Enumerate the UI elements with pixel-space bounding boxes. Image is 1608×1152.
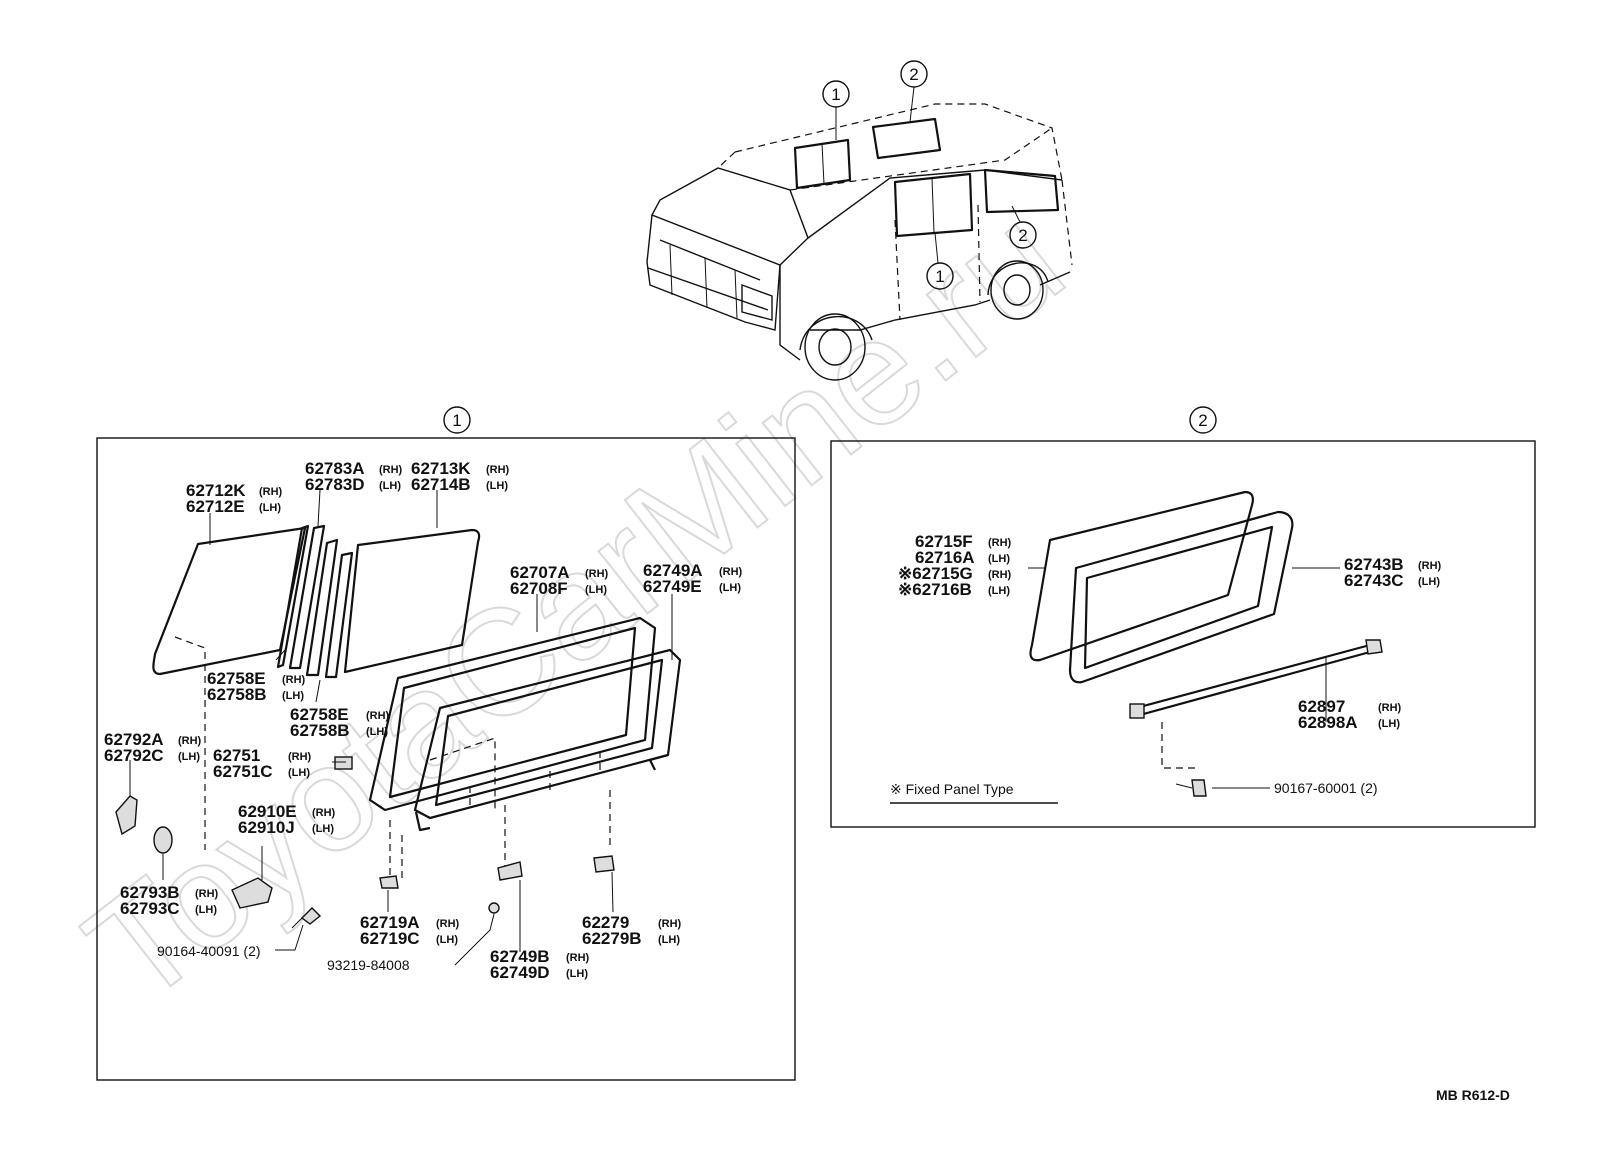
label-62751-rh: 62751	[213, 746, 260, 765]
label-62719-rh-side: (RH)	[436, 918, 460, 930]
label-62751-lh-side: (LH)	[288, 767, 310, 779]
label-62707-lh-side: (LH)	[585, 584, 607, 596]
label-62279-rh-side: (RH)	[658, 918, 682, 930]
label-62712-lh: 62712E	[186, 497, 245, 516]
panel-2-heading: 2	[1198, 411, 1207, 430]
label-62783-lh: 62783D	[305, 475, 365, 494]
label-62716b-lh: ※62716B	[898, 580, 972, 599]
label-62758b-lh-side: (LH)	[366, 726, 388, 738]
label-62751-rh-side: (RH)	[288, 751, 312, 763]
label-62749b-lh: 62749D	[490, 963, 550, 982]
label-62743b-rh: 62743B	[1344, 555, 1404, 574]
label-62707-rh: 62707A	[510, 563, 570, 582]
label-screw-90167: 90167-60001 (2)	[1274, 780, 1378, 796]
label-62713-lh-side: (LH)	[486, 480, 508, 492]
label-62743c-lh-side: (LH)	[1418, 576, 1440, 588]
label-62793-lh: 62793C	[120, 899, 180, 918]
label-62749a-lh: 62749E	[643, 577, 702, 596]
panel-1: 1	[96, 406, 796, 1081]
label-62749a-rh-side: (RH)	[719, 566, 743, 578]
label-62793-rh: 62793B	[120, 883, 180, 902]
label-62713-rh-side: (RH)	[486, 464, 510, 476]
label-62707-rh-side: (RH)	[585, 568, 609, 580]
label-62783-rh-side: (RH)	[379, 464, 403, 476]
label-62715f-rh: 62715F	[915, 532, 973, 551]
label-62743b-rh-side: (RH)	[1418, 560, 1442, 572]
label-62897-rh: 62897	[1298, 697, 1345, 716]
label-62715f-rh-side: (RH)	[988, 537, 1012, 549]
label-62793-lh-side: (LH)	[195, 904, 217, 916]
label-62910-lh-side: (LH)	[312, 823, 334, 835]
callout-side-front: 1	[935, 267, 944, 286]
label-62910-rh-side: (RH)	[312, 807, 336, 819]
label-62712-lh-side: (LH)	[259, 502, 281, 514]
label-62279-rh: 62279	[582, 913, 629, 932]
label-62792-lh: 62792C	[104, 746, 164, 765]
label-62758b-rh: 62758E	[290, 705, 349, 724]
label-62758a-rh-side: (RH)	[282, 674, 306, 686]
label-62749a-lh-side: (LH)	[719, 582, 741, 594]
label-62793-rh-side: (RH)	[195, 888, 219, 900]
label-62910-rh: 62910E	[238, 802, 297, 821]
label-62749a-rh: 62749A	[643, 561, 703, 580]
label-62792-lh-side: (LH)	[178, 751, 200, 763]
label-62898a-lh-side: (LH)	[1378, 718, 1400, 730]
label-62716a-lh: 62716A	[915, 548, 975, 567]
drawing-code: MB R612-D	[1436, 1087, 1510, 1103]
label-screw-90164: 90164-40091 (2)	[157, 943, 261, 959]
label-62758a-rh: 62758E	[207, 669, 266, 688]
label-62716a-lh-side: (LH)	[988, 553, 1010, 565]
van-illustration: 1 2 2 1	[646, 60, 1073, 381]
label-62279-lh: 62279B	[582, 929, 642, 948]
label-62792-rh-side: (RH)	[178, 735, 202, 747]
label-62758a-lh: 62758B	[207, 685, 267, 704]
label-62758a-lh-side: (LH)	[282, 690, 304, 702]
label-62910-lh: 62910J	[238, 818, 295, 837]
label-62749b-rh: 62749B	[490, 947, 550, 966]
label-62792-rh: 62792A	[104, 730, 164, 749]
label-62279-lh-side: (LH)	[658, 934, 680, 946]
label-62716b-lh-side: (LH)	[988, 585, 1010, 597]
label-62715g-rh-side: (RH)	[988, 569, 1012, 581]
callout-side-rear: 2	[1018, 226, 1027, 245]
note-fixed-panel-type: ※ Fixed Panel Type	[890, 781, 1014, 797]
label-62713-lh: 62714B	[411, 475, 471, 494]
callout-roof-front: 1	[831, 85, 840, 104]
label-62719-rh: 62719A	[360, 913, 420, 932]
label-62743c-lh: 62743C	[1344, 571, 1404, 590]
label-62749b-lh-side: (LH)	[566, 968, 588, 980]
label-clip-93219: 93219-84008	[327, 957, 410, 973]
label-62897-rh-side: (RH)	[1378, 702, 1402, 714]
panel-1-heading: 1	[452, 411, 461, 430]
label-62783-rh: 62783A	[305, 459, 365, 478]
label-62707-lh: 62708F	[510, 579, 568, 598]
label-62758b-lh: 62758B	[290, 721, 350, 740]
panel-2: 2 62715F (RH) 62716A (LH) ※62715G (RH) ※…	[830, 406, 1536, 828]
callout-roof-rear: 2	[909, 65, 918, 84]
label-62751-lh: 62751C	[213, 762, 273, 781]
label-62712-rh-side: (RH)	[259, 486, 283, 498]
label-62783-lh-side: (LH)	[379, 480, 401, 492]
label-62719-lh: 62719C	[360, 929, 420, 948]
label-62713-rh: 62713K	[411, 459, 471, 478]
label-62758b-rh-side: (RH)	[366, 710, 390, 722]
label-62719-lh-side: (LH)	[436, 934, 458, 946]
label-62712-rh: 62712K	[186, 481, 246, 500]
label-62715g-rh: ※62715G	[898, 564, 973, 583]
label-62749b-rh-side: (RH)	[566, 952, 590, 964]
label-62898a-lh: 62898A	[1298, 713, 1358, 732]
